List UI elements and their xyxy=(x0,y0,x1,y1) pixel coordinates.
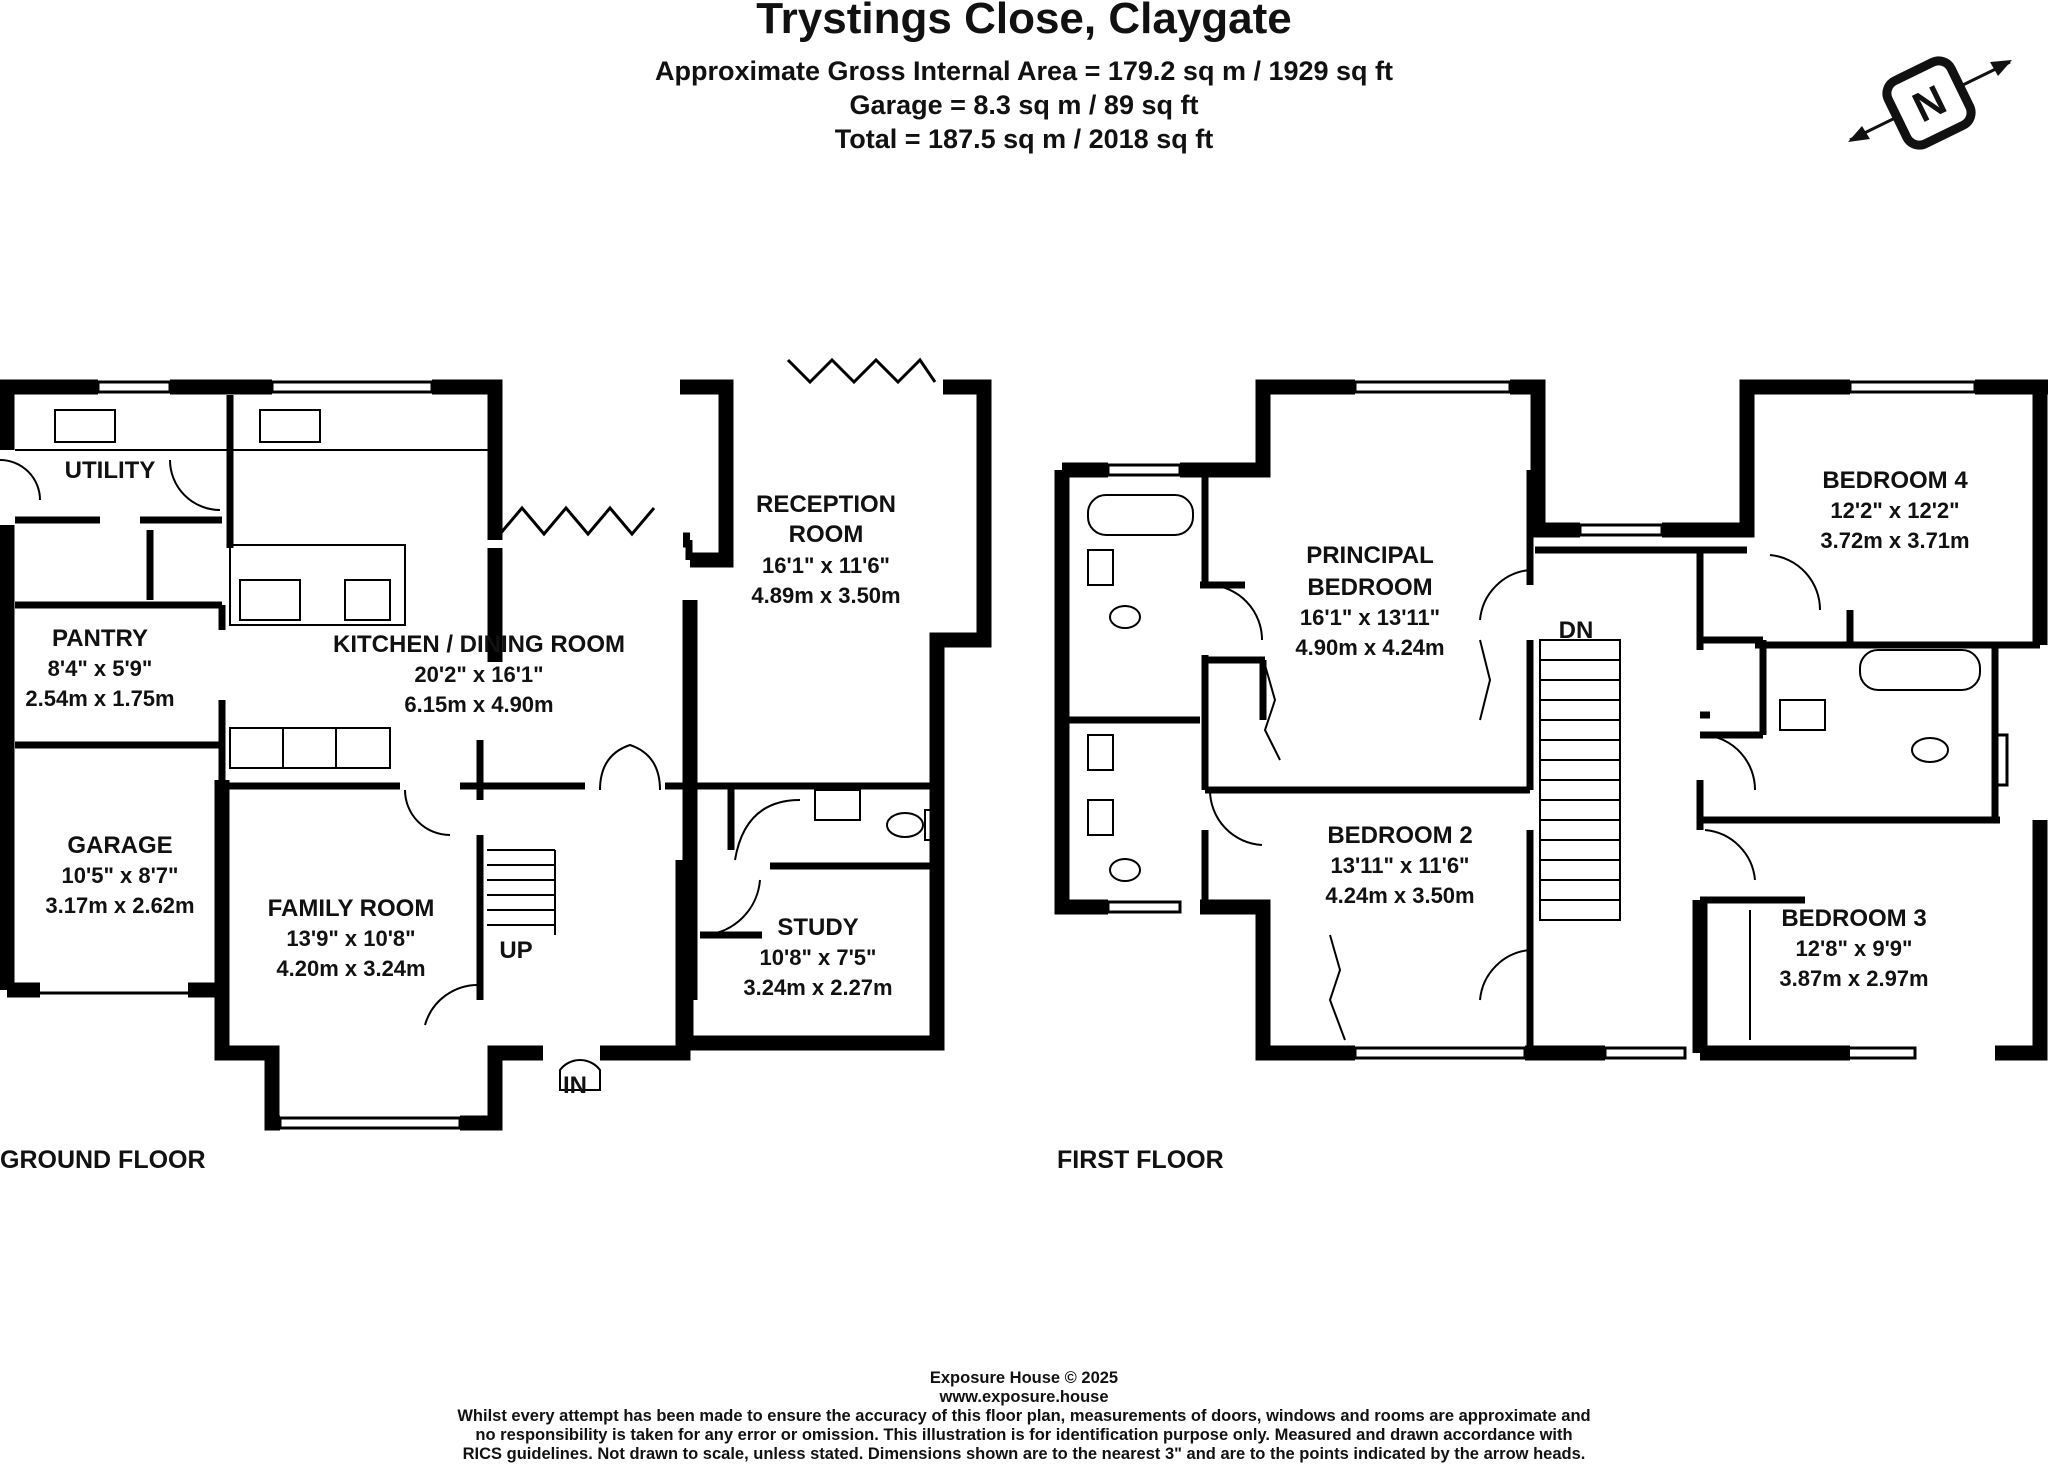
room-dims-metric-garage: 3.17m x 2.62m xyxy=(45,893,194,918)
room-dims-metric-reception: 4.89m x 3.50m xyxy=(751,583,900,608)
first-floor-label: FIRST FLOOR xyxy=(1057,1146,1224,1174)
plan-title: Trystings Close, Claygate xyxy=(756,0,1292,43)
room-dims-metric-study: 3.24m x 2.27m xyxy=(743,975,892,1000)
room-dims-imperial-bedroom3: 12'8" x 9'9" xyxy=(1796,936,1913,961)
first-floor-plan xyxy=(1054,379,2048,1061)
room-dims-imperial-bedroom4: 12'2" x 12'2" xyxy=(1830,498,1959,523)
room-dims-metric-principal: 4.90m x 4.24m xyxy=(1295,635,1444,660)
room-name-utility: UTILITY xyxy=(65,457,156,484)
disclaimer-line-3: RICS guidelines. Not drawn to scale, unl… xyxy=(462,1445,1586,1463)
first-floor-labels: PRINCIPAL BEDROOM 16'1" x 13'11" 4.90m x… xyxy=(1295,467,1969,991)
room-name-principal-line2: BEDROOM xyxy=(1307,574,1432,601)
room-name-study: STUDY xyxy=(777,914,858,941)
north-compass-icon: N xyxy=(1848,56,2012,150)
gross-area-text: Approximate Gross Internal Area = 179.2 … xyxy=(654,56,1394,86)
ground-floor-labels: UTILITY PANTRY 8'4" x 5'9" 2.54m x 1.75m… xyxy=(25,457,900,1099)
room-name-bedroom3: BEDROOM 3 xyxy=(1781,905,1926,932)
footer: Exposure House © 2025 www.exposure.house… xyxy=(0,1369,2048,1464)
room-dims-metric-bedroom4: 3.72m x 3.71m xyxy=(1820,528,1969,553)
room-name-bedroom4: BEDROOM 4 xyxy=(1822,467,1968,494)
room-dims-imperial-kitchen: 20'2" x 16'1" xyxy=(414,662,543,687)
room-dims-metric-family: 4.20m x 3.24m xyxy=(276,956,425,981)
total-area-text: Total = 187.5 sq m / 2018 sq ft xyxy=(834,124,1214,154)
website-text: www.exposure.house xyxy=(939,1388,1109,1406)
ground-floor-plan xyxy=(0,357,992,1131)
room-name-reception-line1: RECEPTION xyxy=(756,491,896,518)
room-dims-imperial-pantry: 8'4" x 5'9" xyxy=(48,656,153,681)
room-dims-imperial-family: 13'9" x 10'8" xyxy=(286,926,415,951)
ground-floor-label: GROUND FLOOR xyxy=(0,1146,206,1174)
room-dims-imperial-reception: 16'1" x 11'6" xyxy=(762,553,890,578)
stairs-up-label: UP xyxy=(499,937,532,964)
room-dims-metric-kitchen: 6.15m x 4.90m xyxy=(404,692,553,717)
garage-area-text: Garage = 8.3 sq m / 89 sq ft xyxy=(849,90,1199,120)
room-dims-imperial-principal: 16'1" x 13'11" xyxy=(1300,605,1440,630)
room-name-pantry: PANTRY xyxy=(52,625,148,652)
room-name-garage: GARAGE xyxy=(67,832,172,859)
room-dims-metric-bedroom2: 4.24m x 3.50m xyxy=(1325,883,1474,908)
room-dims-imperial-bedroom2: 13'11" x 11'6" xyxy=(1330,853,1469,878)
room-dims-imperial-study: 10'8" x 7'5" xyxy=(760,945,877,970)
stairs-down-label: DN xyxy=(1559,617,1594,644)
disclaimer-line-2: no responsibility is taken for any error… xyxy=(475,1426,1573,1444)
copyright-text: Exposure House © 2025 xyxy=(929,1369,1119,1387)
room-dims-metric-bedroom3: 3.87m x 2.97m xyxy=(1779,966,1928,991)
room-name-reception-line2: ROOM xyxy=(789,521,864,548)
room-name-bedroom2: BEDROOM 2 xyxy=(1327,822,1472,849)
room-name-kitchen: KITCHEN / DINING ROOM xyxy=(333,631,625,658)
room-dims-metric-pantry: 2.54m x 1.75m xyxy=(25,686,174,711)
room-dims-imperial-garage: 10'5" x 8'7" xyxy=(62,863,179,888)
entrance-label: IN xyxy=(563,1072,587,1099)
disclaimer-line-1: Whilst every attempt has been made to en… xyxy=(457,1407,1591,1425)
room-name-family: FAMILY ROOM xyxy=(268,895,435,922)
room-name-principal-line1: PRINCIPAL xyxy=(1306,542,1434,569)
